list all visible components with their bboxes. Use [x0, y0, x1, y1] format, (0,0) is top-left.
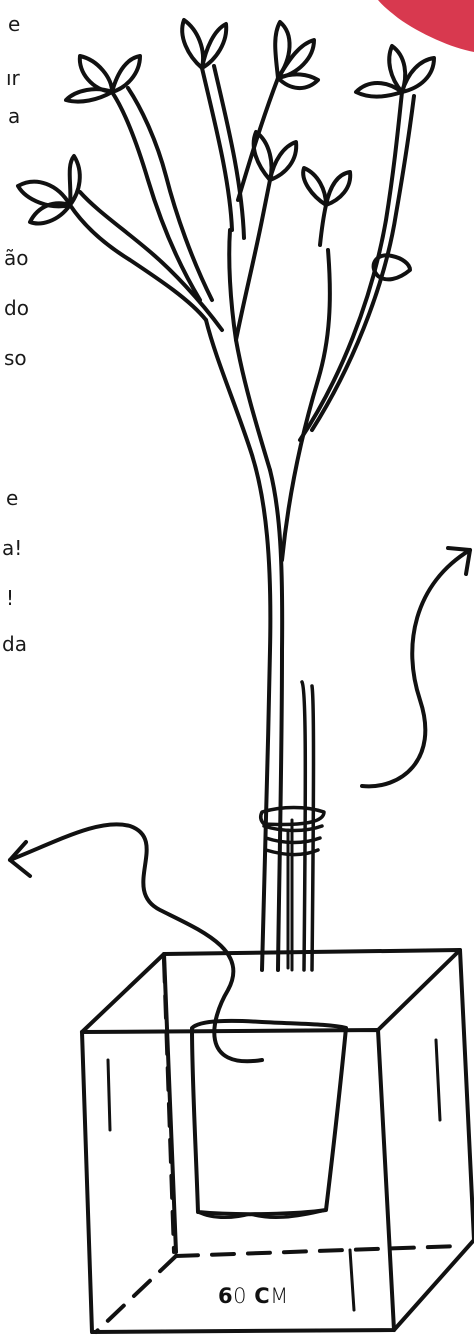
branch-left-inner — [80, 192, 222, 330]
curly-arrow-left — [10, 824, 262, 1061]
branch-right-stub — [320, 205, 326, 245]
branch-left — [70, 205, 206, 320]
branch-top-right — [238, 78, 278, 200]
size-unit-bold: C — [254, 1284, 270, 1308]
cube-box — [82, 950, 474, 1332]
leaf-cluster-right — [356, 46, 434, 97]
leaf-cluster-top-right — [275, 22, 318, 88]
size-number-bold: 6 — [218, 1284, 233, 1308]
leaf-cluster-stub — [303, 168, 350, 205]
leaf-cluster-left — [18, 156, 80, 223]
root-ball — [192, 1021, 346, 1214]
trunk-upper — [229, 230, 270, 470]
trunk-stem-inner — [270, 470, 282, 970]
branch-top — [202, 68, 232, 230]
cube-hidden-edges — [96, 960, 460, 1332]
leaf-right-lower — [374, 255, 410, 279]
pot-size-label: 60 CM — [218, 1284, 289, 1308]
size-number-rest: 0 — [233, 1284, 247, 1308]
size-unit-rest: M — [270, 1284, 289, 1308]
curly-arrow-right — [362, 548, 470, 786]
trunk-stem — [206, 320, 270, 970]
branch-upper-left — [112, 92, 200, 300]
leaf-cluster-mid — [254, 132, 297, 180]
leaf-cluster-top — [182, 20, 226, 68]
leaf-cluster-upper-left — [66, 56, 140, 102]
support-stake — [302, 682, 305, 970]
